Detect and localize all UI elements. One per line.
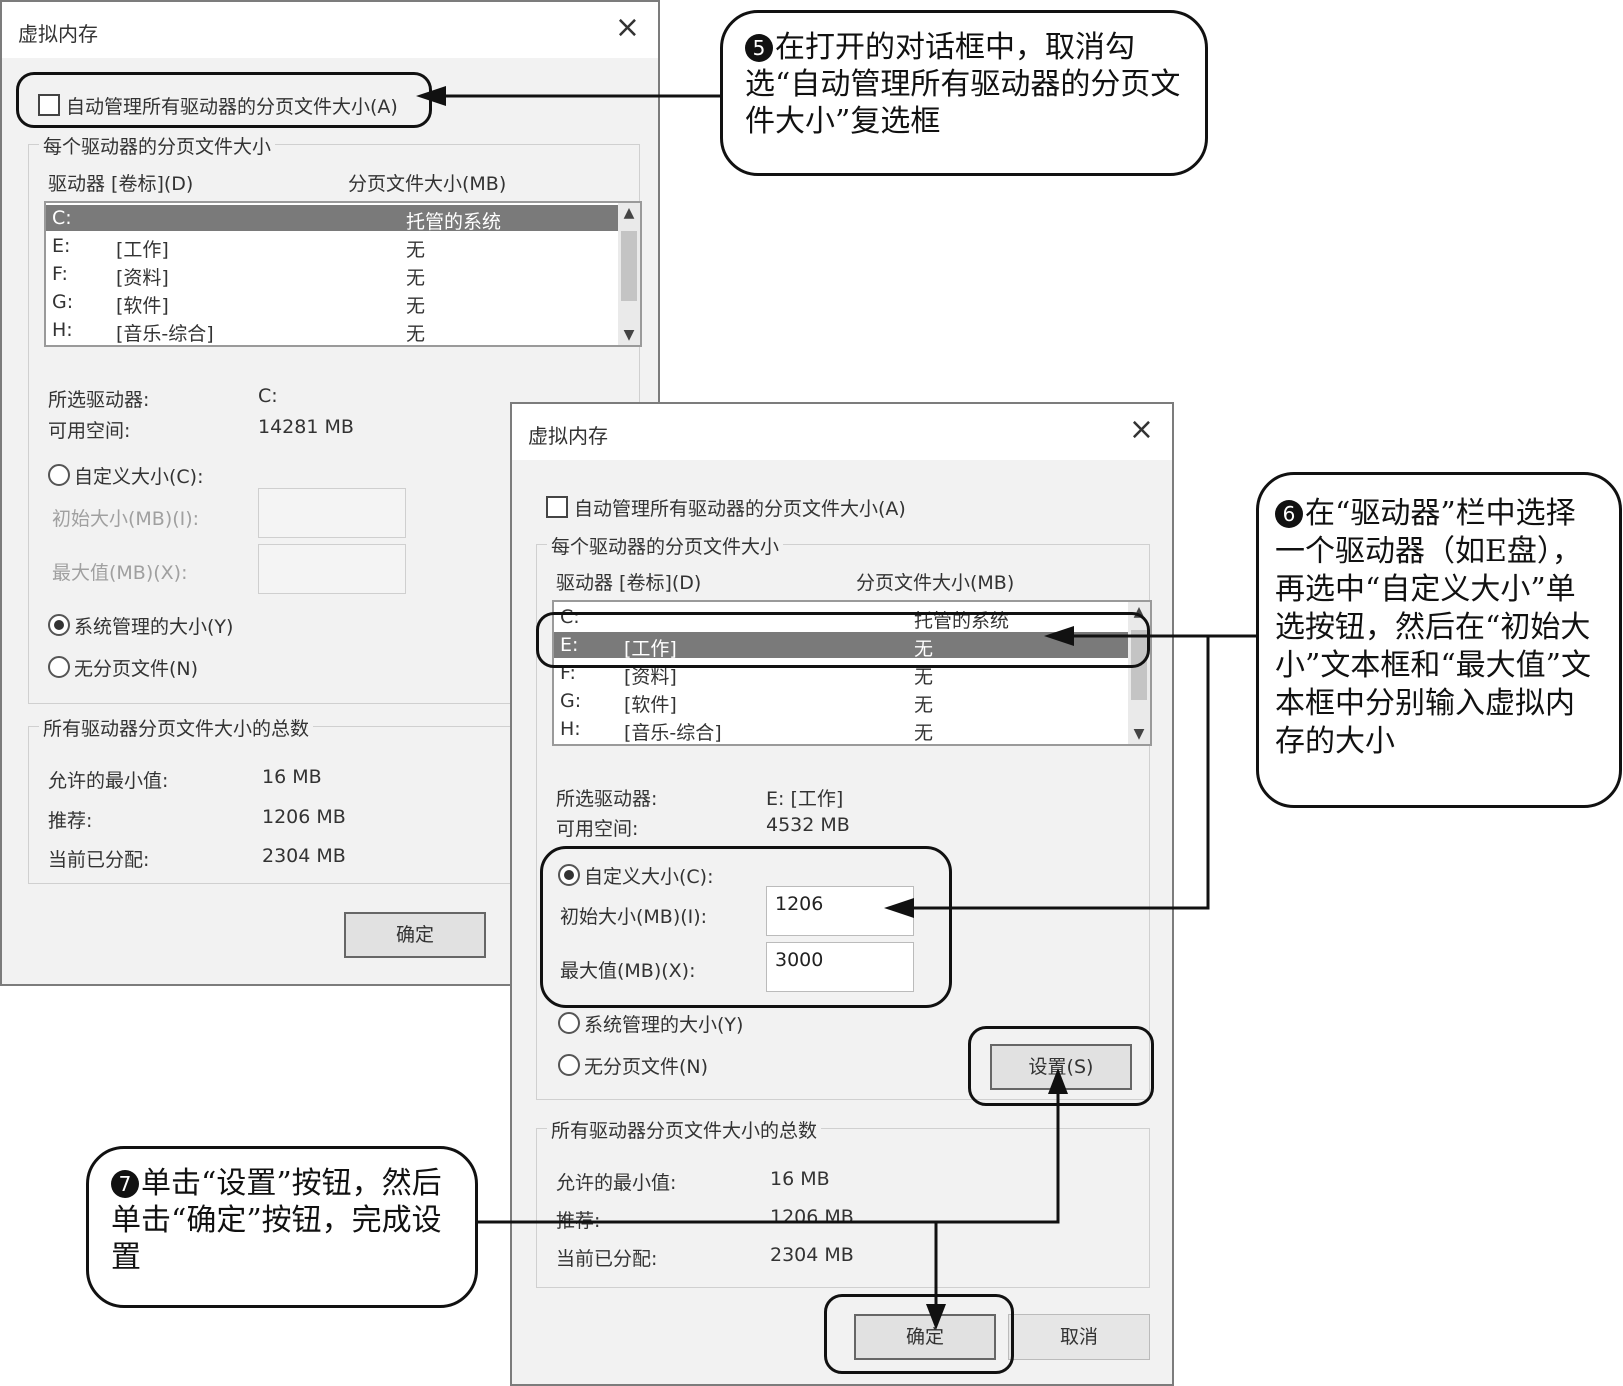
scrollbar[interactable]: ▲ ▼: [618, 203, 640, 345]
no-paging-radio[interactable]: [558, 1054, 580, 1076]
ok-button[interactable]: 确定: [854, 1314, 996, 1360]
list-item[interactable]: F: [资料] 无: [52, 263, 426, 289]
col-size-header: 分页文件大小(MB): [856, 572, 1015, 594]
drive-list[interactable]: C: 托管的系统 E: [工作] 无 F: [资料] 无 G: [软件] 无 H…: [44, 201, 642, 347]
auto-manage-label: 自动管理所有驱动器的分页文件大小(A): [66, 96, 398, 118]
system-managed-label: 系统管理的大小(Y): [584, 1014, 744, 1036]
close-icon[interactable]: ×: [1128, 412, 1154, 447]
scroll-down-icon[interactable]: ▼: [1133, 726, 1145, 742]
ok-button[interactable]: 确定: [344, 912, 486, 958]
list-item[interactable]: C: 托管的系统: [560, 606, 1010, 632]
col-size-header: 分页文件大小(MB): [348, 173, 507, 195]
selected-drive-label: 所选驱动器:: [556, 788, 658, 810]
step-number-badge: 6: [1275, 500, 1303, 528]
title-bar: 虚拟内存 ×: [512, 404, 1172, 460]
max-size-field[interactable]: [258, 544, 406, 594]
list-item[interactable]: G: [软件] 无: [560, 690, 934, 716]
free-space-value: 4532 MB: [766, 814, 850, 836]
dialog-title: 虚拟内存: [18, 22, 98, 46]
scrollbar-thumb[interactable]: [621, 231, 637, 301]
total-group-title: 所有驱动器分页文件大小的总数: [39, 714, 314, 741]
free-space-value: 14281 MB: [258, 416, 354, 438]
system-managed-radio[interactable]: [558, 1012, 580, 1034]
no-paging-radio[interactable]: [48, 656, 70, 678]
list-item[interactable]: C: 托管的系统: [46, 205, 618, 233]
custom-size-label: 自定义大小(C):: [584, 866, 714, 888]
min-allowed-value: 16 MB: [770, 1168, 830, 1190]
paging-group: 每个驱动器的分页文件大小: [28, 132, 640, 704]
step-number-badge: 5: [745, 34, 773, 62]
min-allowed-label: 允许的最小值:: [556, 1172, 677, 1194]
initial-size-field[interactable]: [258, 488, 406, 538]
max-size-label: 最大值(MB)(X):: [52, 562, 188, 584]
custom-size-radio[interactable]: [48, 464, 70, 486]
current-value: 2304 MB: [770, 1244, 854, 1266]
close-icon[interactable]: ×: [614, 10, 640, 45]
auto-manage-checkbox[interactable]: [38, 94, 60, 116]
max-size-field[interactable]: 3000: [766, 942, 914, 992]
recommended-label: 推荐:: [48, 810, 93, 832]
selected-drive-value: E: [工作]: [766, 788, 844, 810]
callout-text: 单击“设置”按钮，然后单击“确定”按钮，完成设置: [111, 1166, 442, 1275]
col-drive-header: 驱动器 [卷标](D): [556, 572, 702, 594]
no-paging-label: 无分页文件(N): [584, 1056, 709, 1078]
selected-drive-value: C:: [258, 385, 278, 407]
dialog-title: 虚拟内存: [528, 424, 608, 448]
highlight-custom-size: [540, 846, 952, 1008]
current-value: 2304 MB: [262, 845, 346, 867]
scroll-up-icon[interactable]: ▲: [623, 205, 635, 221]
custom-size-label: 自定义大小(C):: [74, 466, 204, 488]
selected-drive-label: 所选驱动器:: [48, 389, 150, 411]
highlight-set-button: [968, 1026, 1154, 1106]
virtual-memory-dialog-front: 虚拟内存 × 自动管理所有驱动器的分页文件大小(A) 每个驱动器的分页文件大小 …: [510, 402, 1174, 1386]
free-space-label: 可用空间:: [48, 420, 131, 442]
system-managed-radio[interactable]: [48, 614, 70, 636]
total-group: 所有驱动器分页文件大小的总数: [28, 714, 640, 884]
recommended-value: 1206 MB: [262, 806, 346, 828]
system-managed-label: 系统管理的大小(Y): [74, 616, 234, 638]
auto-manage-label: 自动管理所有驱动器的分页文件大小(A): [574, 498, 906, 520]
paging-group-title: 每个驱动器的分页文件大小: [547, 532, 784, 559]
current-label: 当前已分配:: [556, 1248, 658, 1270]
list-item[interactable]: H: [音乐-综合] 无: [52, 319, 426, 345]
scroll-up-icon[interactable]: ▲: [1133, 604, 1145, 620]
min-allowed-value: 16 MB: [262, 766, 322, 788]
no-paging-label: 无分页文件(N): [74, 658, 199, 680]
paging-group: 每个驱动器的分页文件大小: [536, 532, 1150, 1100]
step-number-badge: 7: [111, 1170, 139, 1198]
paging-group-title: 每个驱动器的分页文件大小: [39, 132, 276, 159]
callout-text: 在“驱动器”栏中选择一个驱动器（如E盘），再选中“自定义大小”单选按钮，然后在“…: [1275, 496, 1592, 759]
list-item[interactable]: G: [软件] 无: [52, 291, 426, 317]
list-item[interactable]: E: [工作] 无: [52, 235, 426, 261]
current-label: 当前已分配:: [48, 849, 150, 871]
initial-size-label: 初始大小(MB)(I):: [560, 906, 708, 928]
total-group-title: 所有驱动器分页文件大小的总数: [547, 1116, 822, 1143]
highlight-ok-button: [824, 1294, 1014, 1374]
col-drive-header: 驱动器 [卷标](D): [48, 173, 194, 195]
total-group: 所有驱动器分页文件大小的总数: [536, 1116, 1150, 1288]
min-allowed-label: 允许的最小值:: [48, 770, 169, 792]
auto-manage-checkbox[interactable]: [546, 496, 568, 518]
callout-text: 在打开的对话框中，取消勾选“自动管理所有驱动器的分页文件大小”复选框: [745, 30, 1181, 139]
title-bar: 虚拟内存 ×: [2, 2, 658, 58]
max-size-label: 最大值(MB)(X):: [560, 960, 696, 982]
list-item[interactable]: E: [工作] 无: [554, 632, 1128, 660]
scroll-down-icon[interactable]: ▼: [623, 327, 635, 343]
free-space-label: 可用空间:: [556, 818, 639, 840]
highlight-selected-drive: [536, 612, 1150, 668]
drive-list[interactable]: C: 托管的系统 E: [工作] 无 F: [资料] 无 G: [软件] 无 H…: [552, 600, 1152, 746]
cancel-button[interactable]: 取消: [1008, 1314, 1150, 1360]
list-item[interactable]: H: [音乐-综合] 无: [560, 718, 934, 744]
initial-size-label: 初始大小(MB)(I):: [52, 508, 200, 530]
